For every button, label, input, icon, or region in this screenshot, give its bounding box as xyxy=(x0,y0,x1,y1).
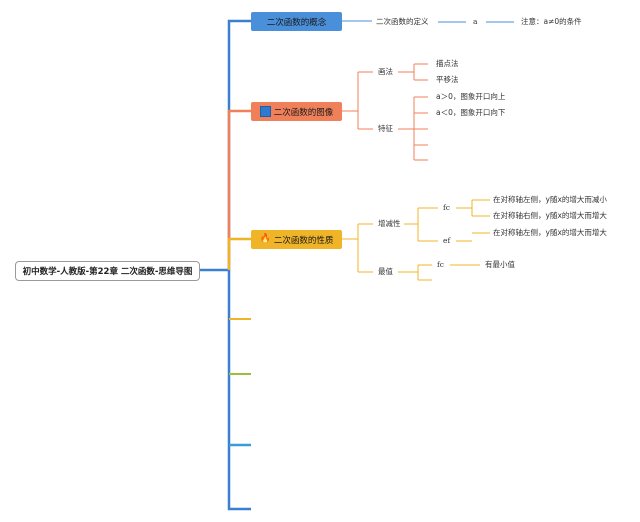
concept-note-node[interactable]: 注意：a≠0的条件 xyxy=(521,17,582,26)
root-trunk-line xyxy=(198,268,251,511)
drawing-item-translate[interactable]: 平移法 xyxy=(436,75,459,84)
properties-links xyxy=(342,223,373,273)
concept-definition-node[interactable]: 二次函数的定义 xyxy=(376,17,429,26)
extreme-fc-item-min[interactable]: 有最小值 xyxy=(485,260,515,269)
branch-line-graph xyxy=(227,109,251,264)
features-item-down[interactable]: a＜0，图象开口向下 xyxy=(436,108,506,117)
topic-properties-label: 二次函数的性质 xyxy=(273,235,334,246)
branch-line-properties xyxy=(227,237,251,270)
monotonic-fc-node[interactable]: fc xyxy=(443,203,450,212)
blue-square-icon xyxy=(259,106,271,117)
extreme-fc-node[interactable]: fc xyxy=(437,260,444,269)
graph-links xyxy=(342,71,373,130)
extreme-links xyxy=(398,264,432,281)
monotonic-ef-node[interactable]: ef xyxy=(443,236,451,245)
fire-icon: 🔥 xyxy=(259,234,271,244)
monotonic-links xyxy=(404,207,438,242)
drawing-links xyxy=(398,63,428,81)
graph-drawing-node[interactable]: 画法 xyxy=(378,67,393,76)
ef-links xyxy=(456,232,490,242)
features-links xyxy=(398,96,428,161)
features-item-up[interactable]: a＞0，图象开口向上 xyxy=(436,92,506,101)
branch-line-concept xyxy=(227,19,251,270)
topic-properties[interactable]: 🔥 二次函数的性质 xyxy=(251,230,342,249)
fc-links xyxy=(456,199,490,217)
concept-a-node[interactable]: a xyxy=(473,17,478,26)
topic-concept[interactable]: 二次函数的概念 xyxy=(251,12,342,31)
monotonic-fc-item-left[interactable]: 在对称轴左侧，y随x的增大而减小 xyxy=(493,195,607,204)
properties-extreme-node[interactable]: 最值 xyxy=(378,267,393,276)
root-node[interactable]: 初中数学-人教版-第22章 二次函数-思维导图 xyxy=(15,261,200,281)
topic-graph-label: 二次函数的图像 xyxy=(273,107,334,118)
graph-features-node[interactable]: 特征 xyxy=(378,124,393,133)
topic-concept-label: 二次函数的概念 xyxy=(266,17,327,28)
topic-graph[interactable]: 二次函数的图像 xyxy=(251,102,342,121)
properties-monotonic-node[interactable]: 增减性 xyxy=(378,219,401,228)
monotonic-fc-item-right[interactable]: 在对称轴右侧，y随x的增大而增大 xyxy=(493,211,607,220)
monotonic-ef-item-left[interactable]: 在对称轴左侧，y随x的增大而增大 xyxy=(493,228,607,237)
drawing-item-point[interactable]: 描点法 xyxy=(436,59,459,68)
